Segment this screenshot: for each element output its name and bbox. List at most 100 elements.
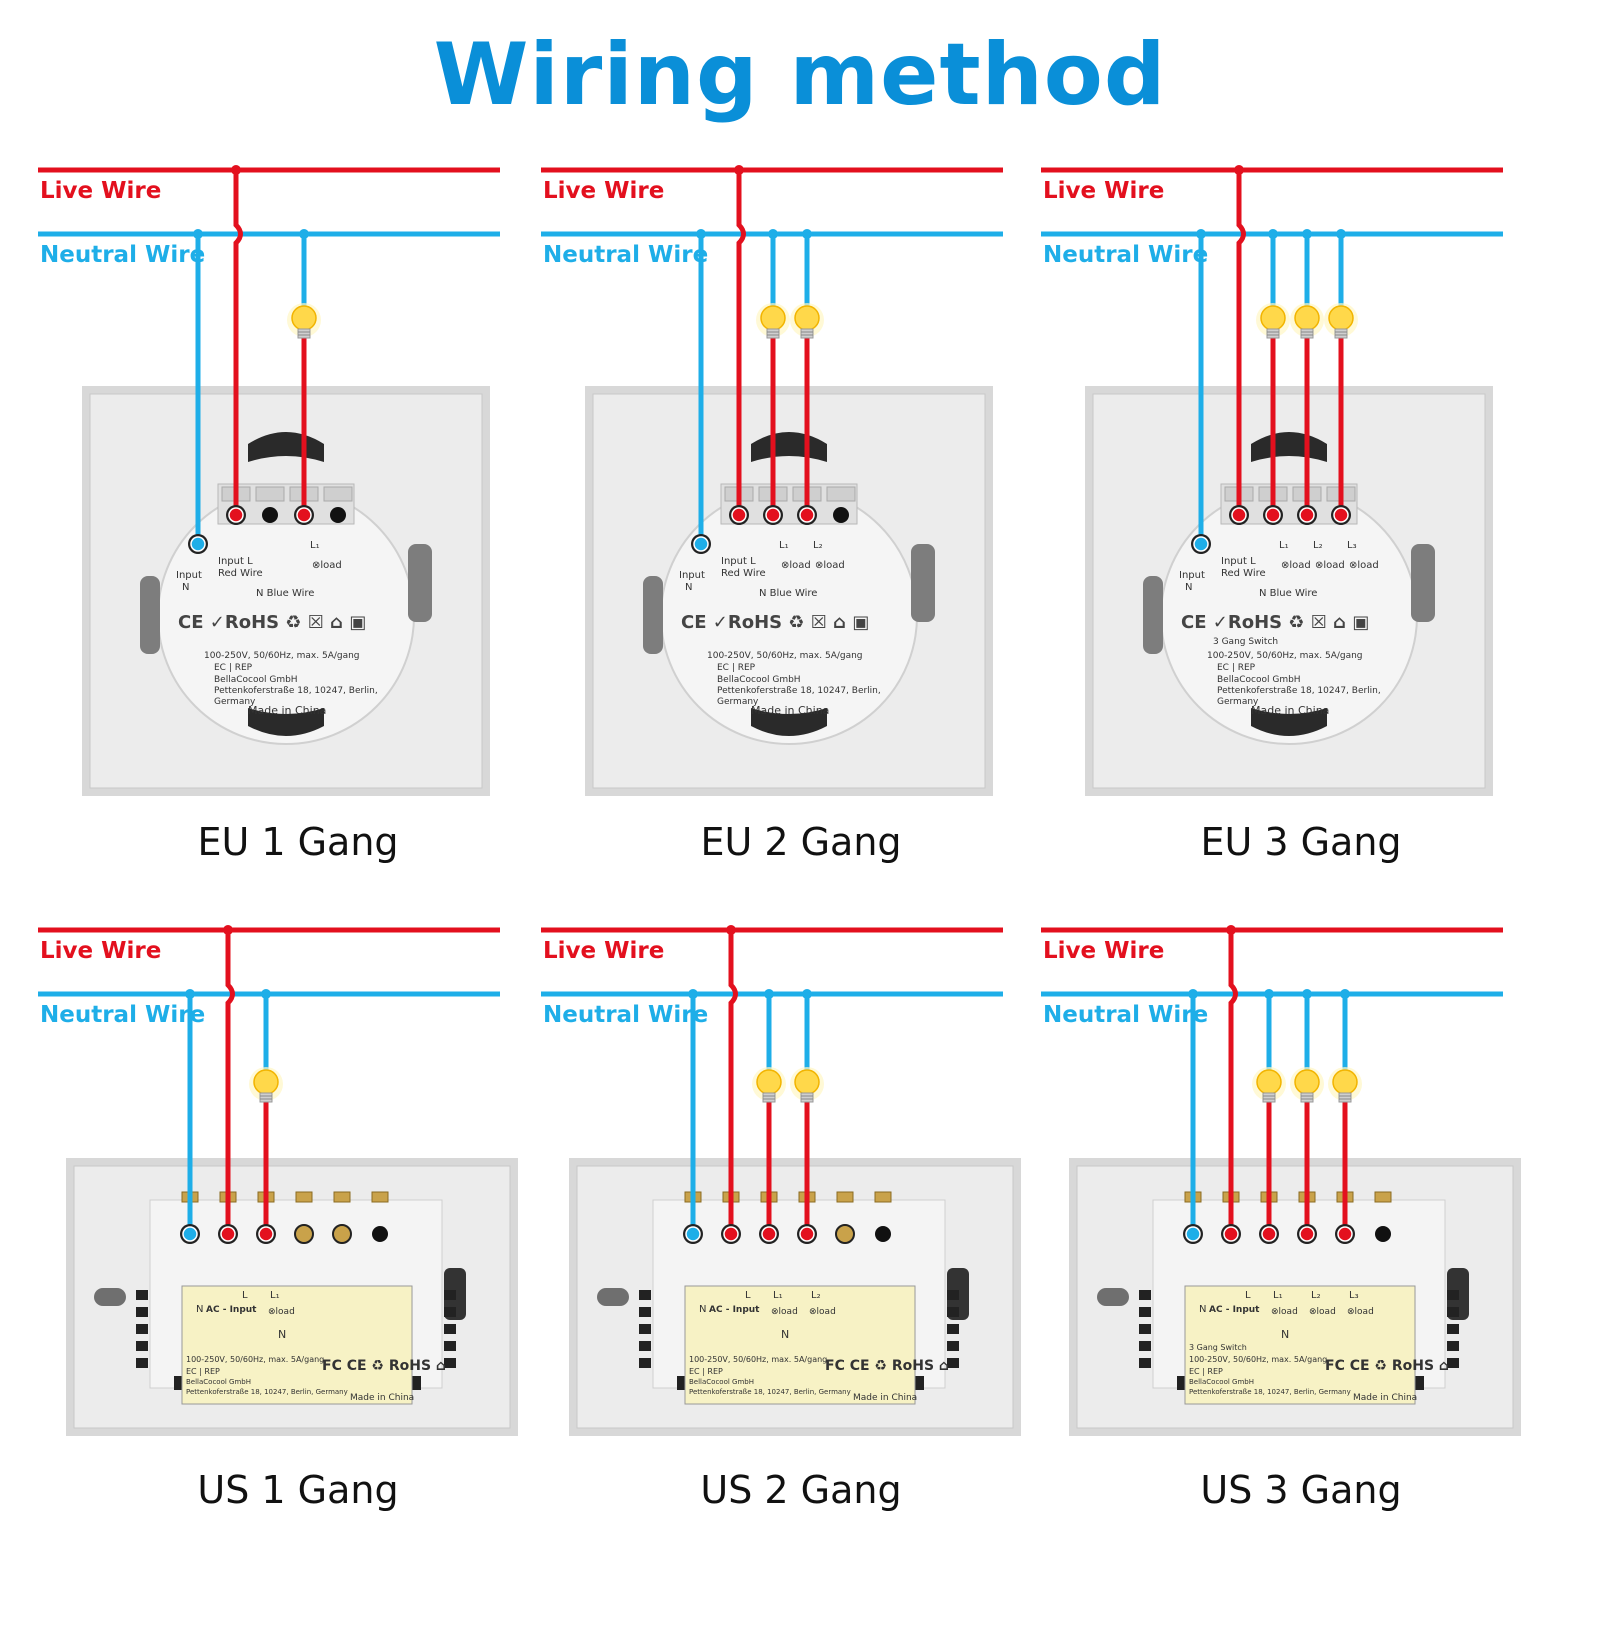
label-l2: L₂ <box>811 1290 821 1301</box>
live-wire-label: Live Wire <box>40 938 162 964</box>
label-company: Pettenkoferstraße 18, 10247, Berlin, <box>717 686 881 696</box>
bulb-base <box>1266 328 1280 339</box>
wiring-label <box>181 1285 413 1405</box>
bulb-glass <box>1332 1069 1358 1095</box>
label-input-n: Input <box>679 570 705 581</box>
wiring-label <box>684 1285 916 1405</box>
label-n-side: N <box>699 1304 706 1315</box>
terminal-screw <box>333 1191 351 1203</box>
label-ec-rep: EC | REP <box>1217 663 1256 673</box>
terminal-l1 <box>1261 1226 1277 1242</box>
neutral-wire-label: Neutral Wire <box>1043 242 1209 268</box>
vent-slot <box>1139 1290 1151 1300</box>
label-ac-input: AC - Input <box>206 1305 257 1315</box>
label-ec-rep: EC | REP <box>1189 1367 1223 1376</box>
live-input-wire <box>1228 930 1238 1234</box>
label-switch-name: 3 Gang Switch <box>1213 637 1278 647</box>
label-load: ⊗load <box>1281 560 1311 571</box>
vent-slot <box>444 1290 456 1300</box>
bulb-base <box>766 328 780 339</box>
label-company: BellaCocool GmbH <box>214 675 298 685</box>
vent-slot <box>1139 1341 1151 1351</box>
label-blue-wire: N Blue Wire <box>1259 588 1317 599</box>
neutral-wire-label: Neutral Wire <box>1043 1002 1209 1028</box>
terminal-screw <box>295 1191 313 1203</box>
label-l1: L₁ <box>310 540 320 551</box>
vent-slot <box>947 1341 959 1351</box>
label-company: BellaCocool GmbH <box>186 1378 251 1386</box>
label-input-n-letter: N <box>685 582 692 593</box>
terminal-input-n <box>685 1226 701 1242</box>
vent-slot <box>444 1307 456 1317</box>
vent-slot <box>639 1290 651 1300</box>
terminal-screw <box>1374 1191 1392 1203</box>
bulb-base <box>800 1092 814 1103</box>
ground-screw <box>875 1226 891 1242</box>
label-input-l: Input L <box>1221 556 1256 567</box>
light-bulb-icon <box>1290 303 1324 339</box>
live-wire-label: Live Wire <box>543 178 665 204</box>
unused-terminal <box>330 507 346 523</box>
label-company: Pettenkoferstraße 18, 10247, Berlin, Ger… <box>186 1388 348 1396</box>
label-l1: L₁ <box>1273 1290 1283 1301</box>
label-input-n: Input <box>1179 570 1205 581</box>
label-spec: 100-250V, 50/60Hz, max. 5A/gang <box>1189 1355 1327 1364</box>
vent-slot <box>1447 1341 1459 1351</box>
label-company: Pettenkoferstraße 18, 10247, Berlin, Ger… <box>1189 1388 1351 1396</box>
vent-slot <box>947 1290 959 1300</box>
label-made-in: Made in China <box>853 1393 917 1403</box>
label-load: ⊗load <box>815 560 845 571</box>
bottom-latch <box>1251 708 1327 736</box>
label-l2: L₂ <box>1313 540 1323 551</box>
live-wire-label: Live Wire <box>40 178 162 204</box>
label-company: BellaCocool GmbH <box>1189 1378 1254 1386</box>
light-bulb-icon <box>287 303 321 339</box>
live-wire-label: Live Wire <box>1043 938 1165 964</box>
label-load: ⊗load <box>781 560 811 571</box>
vent-slot <box>136 1341 148 1351</box>
panel-caption: US 1 Gang <box>197 1468 399 1512</box>
vent-slot <box>444 1324 456 1334</box>
label-n: N <box>781 1328 789 1341</box>
vent-slot <box>444 1341 456 1351</box>
bulb-glass <box>794 1069 820 1095</box>
live-input-wire <box>225 930 235 1234</box>
bulb-base <box>1334 328 1348 339</box>
certification-marks: CE ✓RoHS ♻ ☒ ⌂ ▣ <box>178 612 366 633</box>
panel-caption: EU 3 Gang <box>1200 820 1402 864</box>
label-spec: 100-250V, 50/60Hz, max. 5A/gang <box>186 1355 324 1364</box>
light-bulb-icon <box>1252 1067 1286 1103</box>
label-input-l: Input L <box>218 556 253 567</box>
label-red-wire: Red Wire <box>218 568 263 579</box>
light-bulb-icon <box>1324 303 1358 339</box>
terminal-input-l <box>723 1226 739 1242</box>
vent-slot <box>677 1376 686 1390</box>
label-n-side: N <box>1199 1304 1206 1315</box>
bulb-glass <box>756 1069 782 1095</box>
neutral-wire-label: Neutral Wire <box>40 242 206 268</box>
vent-slot <box>639 1341 651 1351</box>
vent-slot <box>639 1358 651 1368</box>
bulb-glass <box>1294 305 1320 331</box>
label-blue-wire: N Blue Wire <box>256 588 314 599</box>
light-bulb-icon <box>756 303 790 339</box>
label-input-l: Input L <box>721 556 756 567</box>
terminal-input-n <box>693 536 709 552</box>
unused-terminal <box>833 507 849 523</box>
vent-slot <box>1447 1324 1459 1334</box>
mount-hole-left <box>1097 1288 1129 1306</box>
vent-slot <box>639 1324 651 1334</box>
mount-hole-left <box>94 1288 126 1306</box>
light-bulb-icon <box>1290 1067 1324 1103</box>
label-made-in: Made in China <box>1353 1393 1417 1403</box>
label-company: Pettenkoferstraße 18, 10247, Berlin, <box>1217 686 1381 696</box>
vent-slot <box>444 1358 456 1368</box>
label-made-in: Made in China <box>1251 704 1329 717</box>
bulb-glass <box>760 305 786 331</box>
live-input-wire <box>728 930 738 1234</box>
terminal-input-l <box>1231 507 1247 523</box>
vent-slot <box>1447 1358 1459 1368</box>
vent-slot <box>639 1307 651 1317</box>
